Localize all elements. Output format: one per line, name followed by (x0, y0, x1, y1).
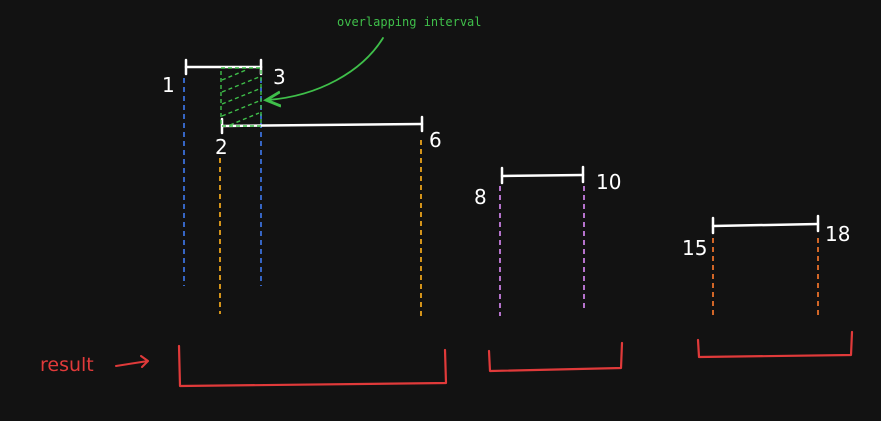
result-bracket-8-10 (487, 341, 624, 373)
interval-2-6-bar (220, 122, 424, 128)
overlap-box (220, 67, 262, 127)
result-section: result (40, 330, 854, 388)
interval-15-18-start-label: 15 (682, 236, 707, 260)
overlap-hatch-line (221, 76, 260, 93)
overlap-hatch-line (221, 69, 247, 81)
result-arrow (115, 355, 149, 368)
overlap-region (220, 67, 262, 127)
interval-1-3: 1 3 (162, 58, 286, 286)
interval-15-18-bar (711, 222, 820, 228)
interval-1-3-start-label: 1 (162, 73, 175, 97)
overlap-hatch-line (229, 112, 260, 126)
overlap-hatch-line (221, 88, 260, 105)
interval-1-3-end-label: 3 (273, 65, 286, 89)
overlap-annotation-label: overlapping interval (337, 15, 482, 29)
interval-8-10-end-label: 10 (596, 170, 621, 194)
result-label: result (40, 354, 94, 376)
interval-8-10-start-label: 8 (474, 185, 487, 209)
interval-8-10-bar (500, 173, 585, 178)
interval-2-6-start-label: 2 (215, 135, 228, 159)
overlap-annotation-arrow (268, 37, 384, 100)
result-bracket-1-6 (177, 344, 448, 388)
interval-2-6: 2 6 (215, 115, 442, 320)
interval-2-6-end-label: 6 (429, 128, 442, 152)
interval-8-10: 8 10 (474, 165, 621, 316)
overlap-annotation: overlapping interval (268, 15, 482, 100)
overlap-hatch-line (221, 100, 260, 117)
interval-15-18: 15 18 (682, 214, 850, 316)
interval-15-18-end-label: 18 (825, 222, 850, 246)
result-bracket-15-18 (696, 330, 854, 359)
